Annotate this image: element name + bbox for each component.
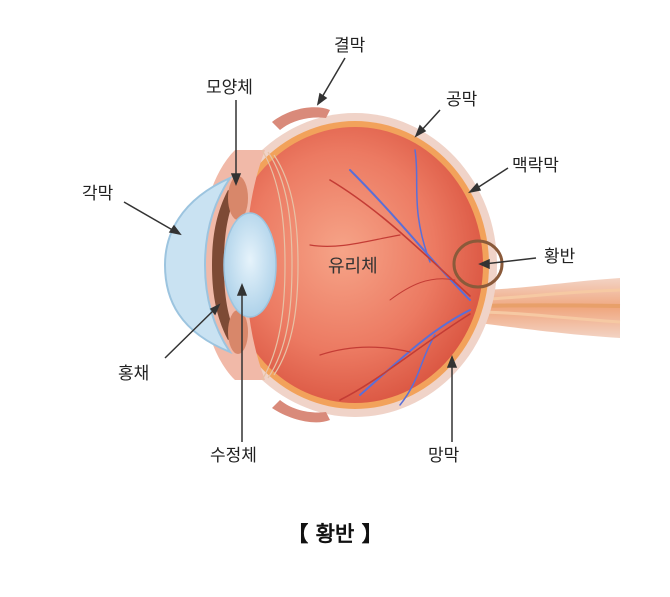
label-iris: 홍채 — [118, 364, 150, 384]
label-macula: 황반 — [544, 247, 576, 267]
leader-choroid — [473, 167, 509, 191]
optic-nerve — [469, 278, 621, 338]
ciliary-body-bottom — [228, 310, 248, 354]
leader-iris — [164, 307, 217, 359]
figure-caption: 【 황반 】 — [287, 522, 383, 546]
label-cornea: 각막 — [82, 184, 114, 204]
conjunctiva-bottom — [272, 400, 330, 423]
leader-lines — [123, 57, 537, 442]
macula-ring — [452, 239, 504, 289]
label-sclera: 공막 — [446, 90, 478, 110]
label-ciliary-body: 모양체 — [206, 78, 253, 98]
zonule-fibers — [261, 149, 299, 381]
lens-shape — [223, 212, 277, 318]
ciliary-body-top — [228, 176, 248, 220]
leader-macula — [483, 257, 537, 265]
label-conjunctiva: 결막 — [334, 36, 366, 56]
conjunctiva-top — [272, 107, 330, 130]
label-choroid: 맥락막 — [512, 156, 559, 176]
leader-cornea — [123, 201, 177, 233]
label-retina: 망막 — [428, 446, 460, 466]
retinal-vessels — [309, 149, 471, 406]
label-lens: 수정체 — [210, 446, 257, 466]
label-vitreous: 유리체 — [328, 256, 378, 277]
